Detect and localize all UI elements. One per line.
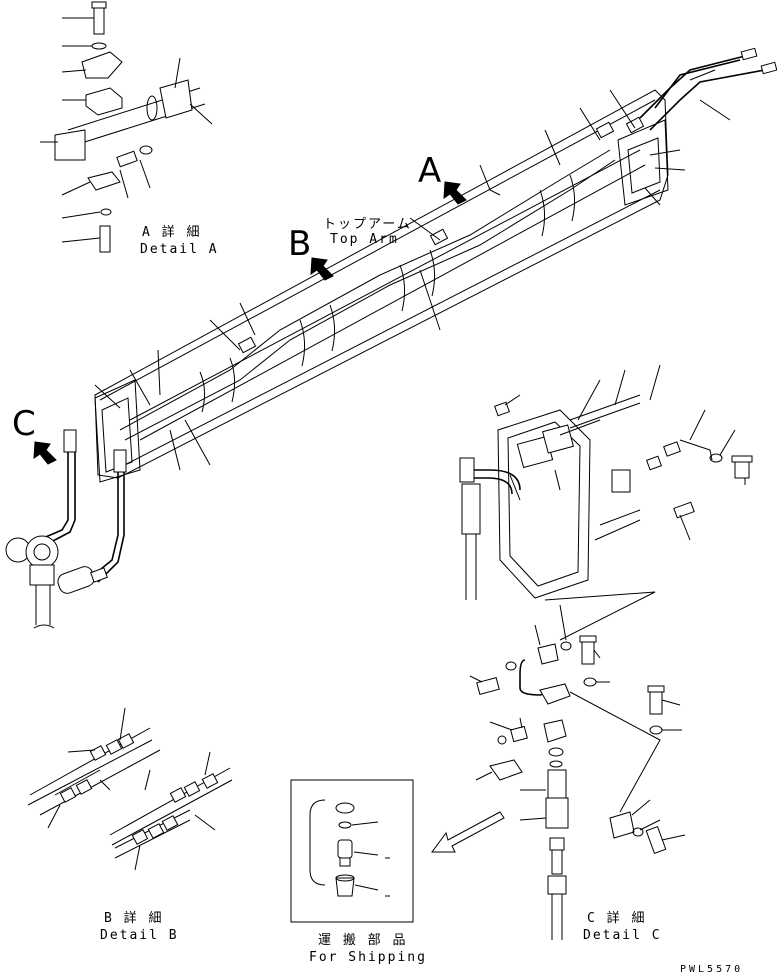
top-arm-assembly [94,47,777,483]
callout-a-letter: A [418,151,441,191]
detail-c-label-en: Detail C [583,928,662,943]
detail-a-label-jp: A 詳 細 [142,224,201,240]
shipping-box [290,779,414,923]
top-arm-label-en: Top Arm [330,232,399,247]
top-arm-label-jp: トップアーム [323,217,412,232]
callout-b: B [288,224,334,281]
callout-a: A [418,151,467,205]
detail-b-label-jp: B 詳 細 [104,910,163,926]
callout-b-letter: B [288,224,311,264]
shipping-arrow [431,811,505,853]
detail-a-drawing [40,1,213,253]
shipping-label-en: For Shipping [309,950,427,965]
detail-c-label-jp: C 詳 細 [587,910,646,926]
callout-c-letter: C [12,404,36,444]
end-plate-detail [459,364,753,600]
shipping-label-jp: 運 搬 部 品 [318,933,407,948]
callout-c: C [12,404,57,465]
detail-b-drawing [27,707,233,871]
detail-c-drawing [469,604,686,940]
arm-leaders [94,69,731,471]
detail-c-connector [544,591,656,641]
detail-a-label-en: Detail A [140,242,219,257]
drawing-code: PWL5570 [680,964,743,975]
left-hose-assembly [5,429,127,629]
detail-b-label-en: Detail B [100,928,179,943]
